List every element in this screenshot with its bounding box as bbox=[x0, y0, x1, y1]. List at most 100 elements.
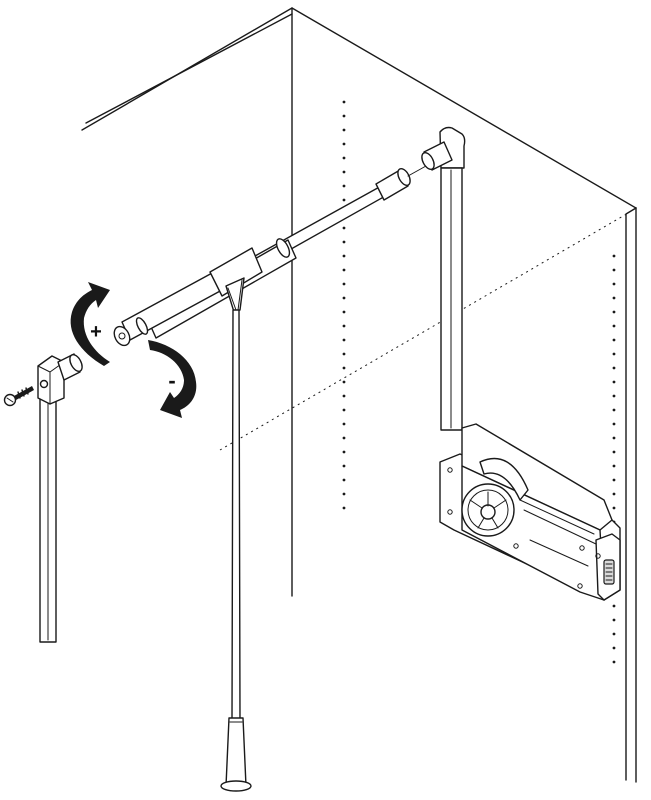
handle-t-joint bbox=[209, 247, 263, 297]
rod-collar-left bbox=[135, 317, 149, 335]
shelf-holes-side bbox=[612, 254, 616, 664]
shelf-pin-hole bbox=[342, 394, 346, 398]
shelf-pin-hole bbox=[342, 310, 346, 314]
shelf-pin-hole bbox=[342, 282, 346, 286]
shelf-pin-hole bbox=[612, 632, 616, 636]
screw-hole bbox=[447, 509, 453, 515]
rod-collar bbox=[275, 238, 291, 258]
mechanism-detail-lines bbox=[519, 499, 597, 567]
shelf-pin-hole bbox=[612, 296, 616, 300]
shelf-pin-hole bbox=[612, 450, 616, 454]
shelf-pin-hole bbox=[342, 170, 346, 174]
shelf-pin-hole bbox=[612, 268, 616, 272]
shelf-pin-hole bbox=[612, 254, 616, 258]
plus-rotation-arrow: + bbox=[70, 282, 110, 366]
shelf-pin-hole bbox=[612, 492, 616, 496]
shelf-pin-hole bbox=[342, 156, 346, 160]
shelf-pin-hole bbox=[612, 352, 616, 356]
shelf-pin-hole bbox=[342, 296, 346, 300]
minus-symbol: - bbox=[168, 368, 175, 393]
screw-hole bbox=[579, 545, 585, 551]
cabinet-side-thickness bbox=[625, 207, 637, 781]
right-arm bbox=[439, 126, 466, 431]
shelf-pin-hole bbox=[612, 646, 616, 650]
mechanism-wheel-rim bbox=[467, 489, 509, 531]
adjustment-knob-ridges bbox=[605, 563, 613, 581]
handle-grip bbox=[225, 717, 247, 787]
left-arm bbox=[37, 353, 83, 643]
screw-shaft bbox=[14, 386, 34, 400]
screw-hole bbox=[513, 543, 519, 549]
shelf-pin-hole bbox=[612, 394, 616, 398]
shelf-pin-hole bbox=[612, 408, 616, 412]
shelf-pin-hole bbox=[612, 380, 616, 384]
curved-arrow-clockwise-icon bbox=[148, 340, 197, 418]
shelf-pin-hole bbox=[612, 618, 616, 622]
shelf-pin-hole bbox=[342, 338, 346, 342]
shelf-pin-hole bbox=[342, 142, 346, 146]
screw-hole bbox=[447, 467, 453, 473]
shelf-pin-hole bbox=[612, 324, 616, 328]
handle-grip-end bbox=[220, 780, 252, 792]
shelf-pin-hole bbox=[342, 492, 346, 496]
curved-arrow-counterclockwise-icon bbox=[70, 282, 110, 366]
shelf-pin-hole bbox=[342, 184, 346, 188]
hanging-rod bbox=[113, 141, 453, 347]
shelf-pin-hole bbox=[342, 380, 346, 384]
cabinet-top-edge bbox=[81, 7, 637, 209]
shelf-pin-hole bbox=[342, 324, 346, 328]
cabinet-floor-dashed-line bbox=[219, 211, 631, 451]
shelf-pin-hole bbox=[342, 226, 346, 230]
mechanism-wheel-hub bbox=[480, 504, 496, 520]
shelf-pin-hole bbox=[612, 436, 616, 440]
screw-hole bbox=[595, 553, 601, 559]
plus-symbol: + bbox=[90, 321, 102, 343]
shelf-pin-hole bbox=[612, 660, 616, 664]
shelf-holes-back bbox=[342, 100, 346, 510]
shelf-pin-hole bbox=[342, 408, 346, 412]
cabinet bbox=[81, 7, 637, 783]
mechanism-pulley bbox=[479, 457, 529, 501]
lift-mechanism bbox=[439, 423, 621, 601]
handle-rod bbox=[231, 309, 241, 721]
bracket-connector-end bbox=[421, 152, 435, 170]
shelf-pin-hole bbox=[342, 100, 346, 104]
shelf-pin-hole bbox=[612, 478, 616, 482]
shelf-pin-hole bbox=[612, 310, 616, 314]
shelf-pin-hole bbox=[612, 506, 616, 510]
shelf-pin-hole bbox=[342, 464, 346, 468]
shelf-pin-hole bbox=[612, 366, 616, 370]
minus-rotation-arrow: - bbox=[148, 340, 197, 418]
rod-end-cap bbox=[113, 325, 131, 347]
shelf-pin-hole bbox=[342, 436, 346, 440]
shelf-pin-hole bbox=[612, 282, 616, 286]
screw bbox=[3, 386, 34, 407]
pull-down-handle bbox=[209, 247, 263, 792]
handle-joint-stem bbox=[225, 277, 245, 313]
shelf-pin-hole bbox=[342, 128, 346, 132]
left-bracket-block bbox=[37, 355, 65, 405]
rod-right-fitting-end bbox=[397, 168, 411, 186]
left-bracket-pin-end bbox=[69, 354, 83, 372]
screw-slot bbox=[6, 397, 14, 403]
shelf-pin-hole bbox=[342, 450, 346, 454]
shelf-pin-hole bbox=[342, 478, 346, 482]
shelf-pin-hole bbox=[342, 254, 346, 258]
mechanism-wheel-spokes bbox=[469, 491, 507, 529]
shelf-pin-hole bbox=[342, 240, 346, 244]
shelf-pin-hole bbox=[342, 114, 346, 118]
shelf-pin-hole bbox=[342, 422, 346, 426]
shelf-pin-hole bbox=[342, 506, 346, 510]
rod-end-hole bbox=[118, 332, 126, 340]
shelf-pin-hole bbox=[612, 422, 616, 426]
screw-thread bbox=[17, 387, 29, 399]
shelf-pin-hole bbox=[342, 268, 346, 272]
screw-hole bbox=[577, 583, 583, 589]
shelf-pin-hole bbox=[612, 464, 616, 468]
left-bracket-hole bbox=[39, 379, 49, 389]
cabinet-top-inner-edge bbox=[85, 13, 293, 124]
shelf-pin-hole bbox=[342, 352, 346, 356]
rod-connector-line bbox=[407, 165, 427, 177]
shelf-pin-hole bbox=[612, 338, 616, 342]
